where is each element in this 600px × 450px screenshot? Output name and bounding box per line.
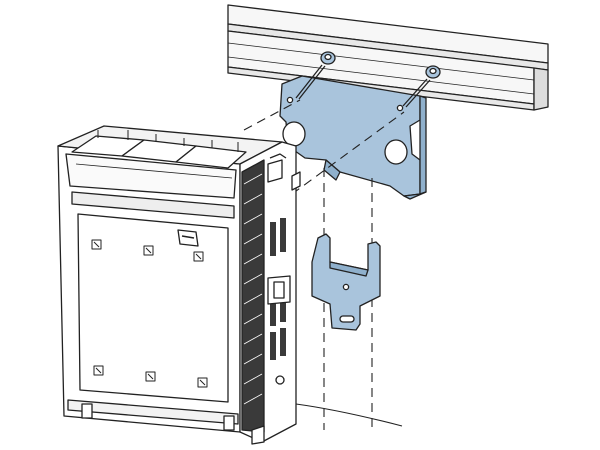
mounting-screws [295,51,441,108]
fuse-switch-disconnector [57,125,301,445]
plate-hole-left [282,121,306,147]
plate-hole-right [384,139,408,165]
mounting-rail [227,4,549,111]
cable-line [295,403,403,427]
alignment-guide-lines [243,99,405,430]
screw-right [402,65,441,108]
mounting-plate [279,75,427,200]
screw-left [295,51,336,100]
mounting-clip [311,233,381,331]
